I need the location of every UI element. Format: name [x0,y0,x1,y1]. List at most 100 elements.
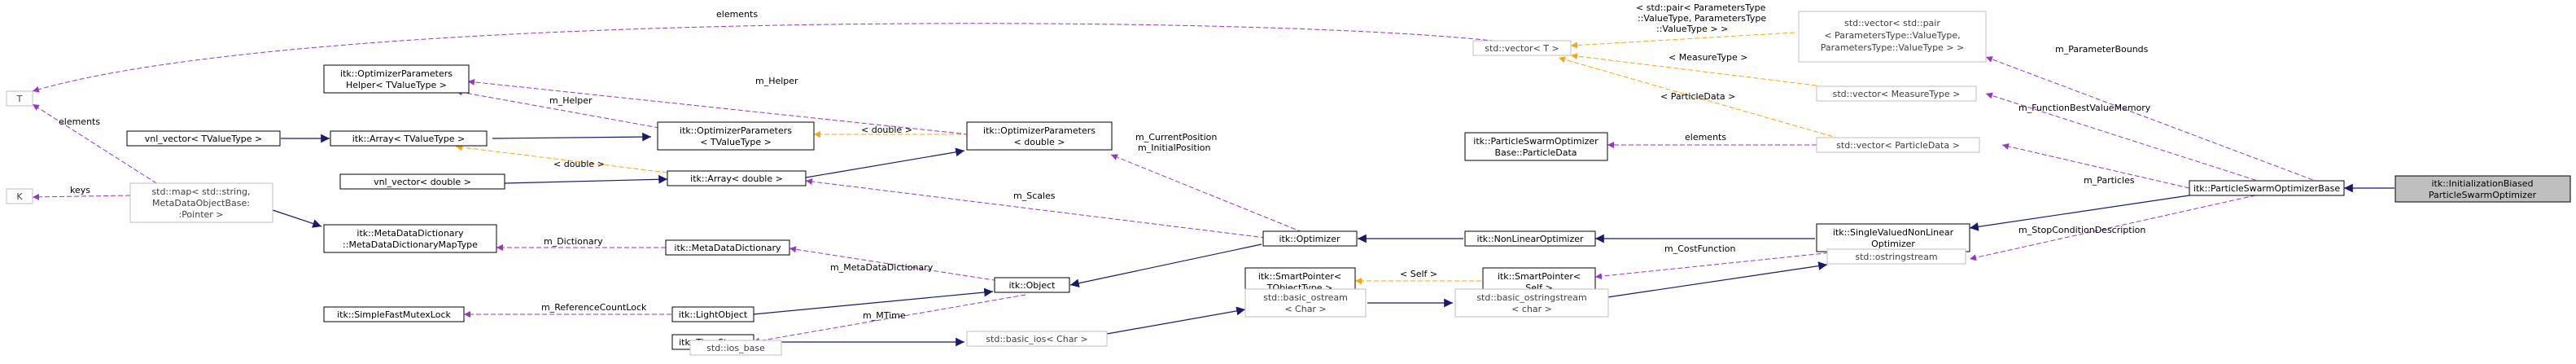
node-label: vnl_vector< TValueType > [145,134,263,144]
node-object[interactable]: itk::Object [994,277,1070,293]
node-std-vector-T[interactable]: std::vector< T > [1472,40,1572,56]
node-vnl-vector-tvaluetype[interactable]: vnl_vector< TValueType > [126,130,281,147]
node-label: itk::NonLinearOptimizer [1476,234,1584,244]
node-label: itk::OptimizerParameters [340,68,453,79]
node-label: std::vector< std::pair [1844,18,1940,29]
node-vnl-vector-double[interactable]: vnl_vector< double > [339,173,505,190]
label-elements-left: elements [59,116,100,127]
node-label: Optimizer [1871,239,1915,249]
edge-basicostrstream-to-ostrstream [1607,261,1828,298]
label-keys: keys [70,185,90,195]
label-double-template2: < double > [553,159,605,169]
node-label: itk::OptimizerParameters [680,125,792,136]
node-label: ::MetaDataDictionaryMapType [343,239,478,250]
node-pso-base[interactable]: itk::ParticleSwarmOptimizerBase [2189,180,2345,196]
node-std-map[interactable]: std::map< std::string, MetaDataObjectBas… [129,182,273,223]
node-label: < double > [1014,137,1065,147]
node-std-vector-measuretype[interactable]: std::vector< MeasureType > [1816,86,1977,102]
node-array-tvaluetype[interactable]: itk::Array< TValueType > [330,130,488,147]
node-initialization-biased-pso[interactable]: itk::InitializationBiased ParticleSwarmO… [2394,175,2571,203]
edge-object-to-timestamp [752,294,1026,344]
node-optimizer-parameters-helper[interactable]: itk::OptimizerParameters Helper< TValueT… [323,64,470,94]
edge-vecPD-to-vecT [1558,56,1840,139]
node-label: std::basic_ostream [1263,292,1348,303]
node-label: MetaDataObjectBase: [152,198,250,208]
node-std-ios-base[interactable]: std::ios_base [689,340,782,356]
node-label: itk::MetaDataDictionary [356,228,464,239]
node-label: std::basic_ios< Char > [986,334,1087,344]
node-single-valued-nonlinear-optimizer[interactable]: itk::SingleValuedNonLinear Optimizer [1816,223,1970,252]
node-array-double[interactable]: itk::Array< double > [667,170,807,186]
label-self-template: < Self > [1400,269,1437,279]
label-ref-count-lock: m_ReferenceCountLock [541,302,647,313]
node-label: K [16,191,23,202]
label-pair-template-2: ::ValueType, ParametersType [1638,13,1766,24]
node-label: ParametersType::ValueType > > [1821,42,1965,53]
node-K[interactable]: K [6,188,33,204]
label-double-template1: < double > [861,125,912,135]
node-std-basic-ios[interactable]: std::basic_ios< Char > [966,331,1108,347]
node-particle-data[interactable]: itk::ParticleSwarmOptimizer Base::Partic… [1464,132,1608,161]
node-std-vector-particledata[interactable]: std::vector< ParticleData > [1816,137,1980,153]
edge-opT-to-ophT [455,89,660,129]
label-helper1: m_Helper [755,76,798,86]
node-label: std::map< std::string, [151,186,250,197]
edge-svopt-to-spSelf [1594,248,1873,280]
edge-stdmap-to-T-elements [32,103,164,188]
edge-psobase-to-svopt [1969,195,2190,231]
label-dictionary: m_Dictionary [544,236,603,247]
edge-basicios-to-basicostream [1106,306,1246,335]
label-pair-template-1: < std::pair< ParametersType [1636,2,1766,13]
edge-psobase-to-vecPair [1985,56,2320,183]
edge-vecPair-to-vecT [1570,32,1795,49]
edge-stdmap-to-K-keys [32,193,131,200]
node-label: itk::SmartPointer< [1258,271,1341,282]
node-nonlinear-optimizer[interactable]: itk::NonLinearOptimizer [1464,230,1596,247]
edge-arrT-to-opT [492,132,652,142]
node-label: itk::ParticleSwarmOptimizer [1473,136,1599,147]
node-label: ParticleSwarmOptimizer [2429,190,2537,200]
node-std-basic-ostream[interactable]: std::basic_ostream < Char > [1244,288,1367,318]
node-optimizer-parameters-double[interactable]: itk::OptimizerParameters < double > [966,121,1113,151]
node-label: itk::ParticleSwarmOptimizerBase [2193,183,2340,194]
label-measure-template: < MeasureType > [1668,52,1747,63]
node-T[interactable]: T [6,90,33,107]
label-mtime: m_MTime [863,310,906,321]
node-label: itk::SimpleFastMutexLock [337,309,451,320]
node-label: < ParametersType::ValueType, [1824,30,1960,41]
node-std-ostringstream[interactable]: std::ostringstream [1826,248,1966,265]
node-label: < Char > [1284,304,1326,314]
label-elements-top: elements [716,9,758,20]
label-pdata-template: < ParticleData > [1660,91,1735,102]
label-param-bounds: m_ParameterBounds [2055,44,2149,55]
edge-psobase-to-ostrstream [1969,193,2263,261]
label-helper2: m_Helper [549,95,593,106]
node-std-basic-ostringstream[interactable]: std::basic_ostringstream < char > [1454,288,1609,318]
node-std-vector-pair[interactable]: std::vector< std::pair < ParametersType:… [1798,11,1987,63]
edge-object-to-mdd [789,246,1026,286]
edge-arrD-to-arrT-double [455,144,668,173]
node-optimizer-parameters-tvaluetype[interactable]: itk::OptimizerParameters < TValueType > [657,121,815,151]
edge-psobase-to-vecPD [2001,143,2190,189]
node-label: itk::Object [1009,280,1056,291]
node-label: :Pointer > [178,209,223,220]
node-label: std::vector< MeasureType > [1833,89,1961,99]
node-optimizer[interactable]: itk::Optimizer [1262,230,1358,247]
label-elements-pd: elements [1685,132,1726,143]
edge-opD-to-ophT [467,78,969,135]
node-label: < char > [1511,304,1552,314]
node-label: itk::SmartPointer< [1498,271,1581,282]
node-label: itk::LightObject [679,309,748,320]
node-metadata-dictionary-map-type[interactable]: itk::MetaDataDictionary ::MetaDataDictio… [323,224,497,253]
node-simple-fast-mutex-lock[interactable]: itk::SimpleFastMutexLock [323,306,465,322]
edge-arrD-to-opD [805,147,965,178]
node-label: std::basic_ostringstream [1476,292,1586,303]
node-label: itk::Optimizer [1279,234,1340,244]
label-mdd-member: m_MetaDataDictionary [830,262,934,273]
node-light-object[interactable]: itk::LightObject [671,306,754,322]
node-label: std::vector< T > [1485,43,1559,54]
label-pair-template-3: ::ValueType > > [1656,24,1728,34]
edge-vnlD-to-arrD [504,174,668,184]
node-metadata-dictionary[interactable]: itk::MetaDataDictionary [665,239,790,256]
